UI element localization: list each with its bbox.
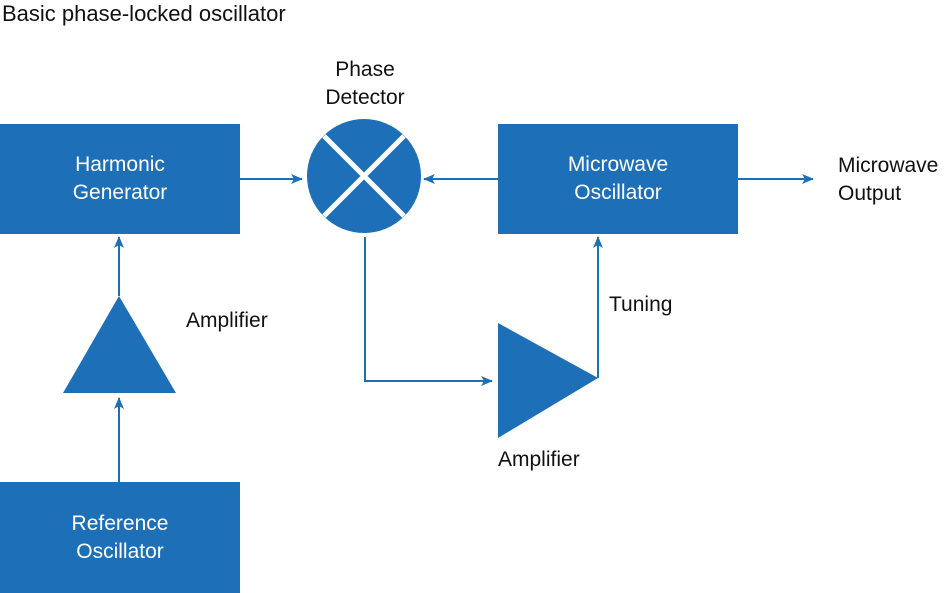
harmonic-generator-line1: Harmonic [75, 153, 165, 176]
microwave-output-line1: Microwave [838, 154, 939, 177]
diagram-title: Basic phase-locked oscillator [2, 1, 286, 26]
phase-detector-line2: Detector [325, 86, 405, 109]
reference-oscillator-block: Reference Oscillator [0, 482, 240, 593]
amplifier-vertical-symbol [63, 296, 176, 393]
microwave-oscillator-block: Microwave Oscillator [498, 124, 738, 234]
harmonic-generator-block: Harmonic Generator [0, 124, 240, 234]
amplifier-horizontal-symbol [498, 323, 598, 438]
phase-detector-label: Phase Detector [312, 56, 418, 112]
amplifier-vertical-label: Amplifier [186, 309, 268, 332]
phase-detector-symbol [307, 119, 421, 233]
harmonic-generator-line2: Generator [72, 181, 168, 204]
amplifier-horizontal-label: Amplifier [498, 448, 580, 471]
microwave-oscillator-line2: Oscillator [574, 181, 662, 204]
microwave-output-label: Microwave Output [838, 152, 938, 208]
wire-detector-to-amplifier [364, 237, 493, 386]
reference-oscillator-line2: Oscillator [76, 539, 164, 563]
phase-detector-line1: Phase [335, 58, 395, 81]
tuning-label: Tuning [609, 293, 673, 316]
microwave-output-line2: Output [838, 182, 902, 205]
reference-oscillator-line1: Reference [71, 511, 169, 535]
microwave-oscillator-line1: Microwave [567, 153, 669, 176]
